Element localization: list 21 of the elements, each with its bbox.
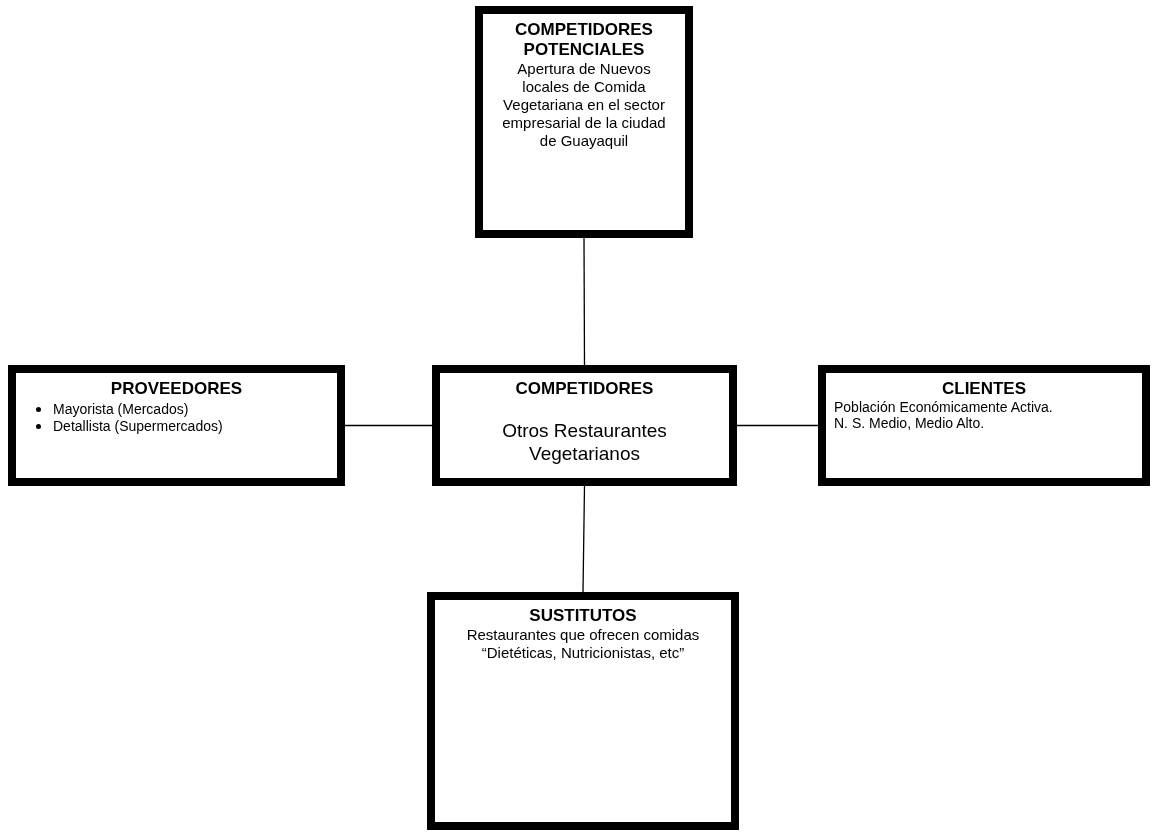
box-heading: CLIENTES <box>940 379 1028 399</box>
text-box <box>8 365 345 486</box>
box-text: Población Económicamente Activa. <box>834 399 1054 415</box>
connector-line <box>583 237 586 366</box>
box-text: N. S. Medio, Medio Alto. <box>834 415 986 431</box>
box-heading: SUSTITUTOS <box>528 606 638 626</box>
connector-line <box>582 485 586 593</box>
text-box <box>427 592 739 830</box>
connector-line <box>736 424 819 427</box>
bullet-text: Mayorista (Mercados) <box>53 401 189 418</box>
connector-line <box>344 424 433 427</box>
box-text: Otros Restaurantes Vegetarianos <box>501 419 668 465</box>
box-heading: COMPETIDORES <box>514 379 655 399</box>
box-heading: PROVEEDORES <box>109 379 244 399</box>
text-box <box>475 6 693 238</box>
box-heading: COMPETIDORES POTENCIALES <box>514 20 654 60</box>
text-box <box>432 365 737 486</box>
box-text: Apertura de Nuevos locales de Comida Vegetariana en el sector empresarial de la ciudad de Guayaquil <box>501 60 667 150</box>
text-box <box>818 365 1150 486</box>
bullet-text: Detallista (Supermercados) <box>53 418 223 435</box>
box-text: Restaurantes que ofrecen comidas “Dietéticas, Nutricionistas, etc” <box>465 626 701 662</box>
